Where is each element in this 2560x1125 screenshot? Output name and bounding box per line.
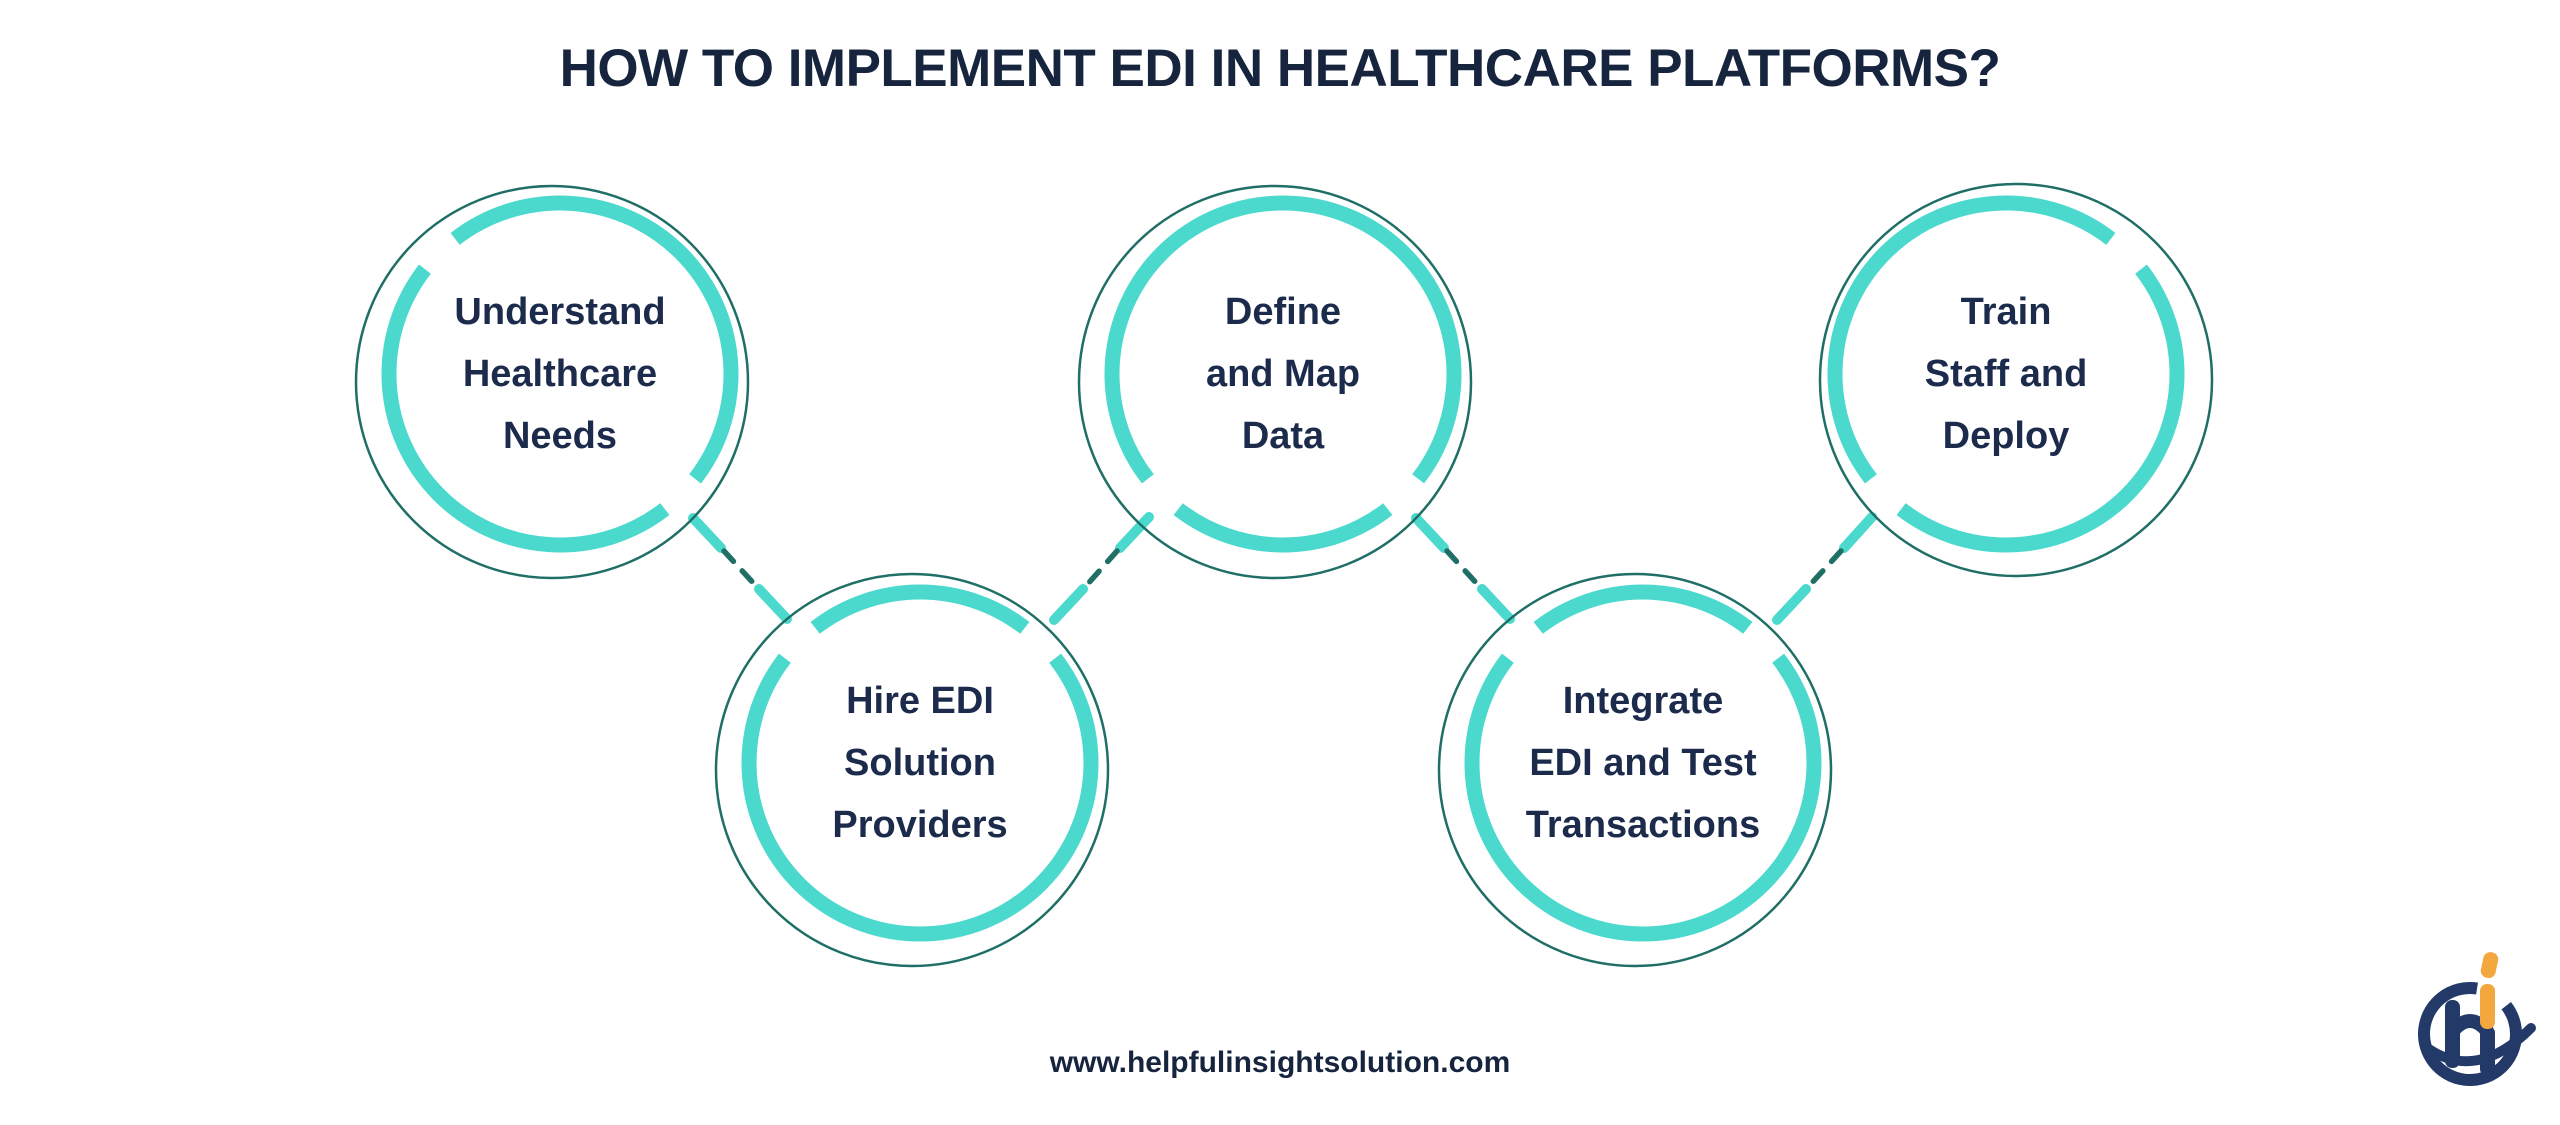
- step-label-line: Solution: [844, 742, 996, 784]
- outline-ring: [1077, 184, 1473, 580]
- accent-ring: [381, 195, 739, 553]
- connector-cap: [1049, 584, 1088, 625]
- connector-dash: [1806, 548, 1844, 589]
- step-circle-1: [354, 184, 750, 580]
- accent-ring: [1104, 195, 1462, 553]
- connector-cap: [1477, 584, 1515, 624]
- page-title: HOW TO IMPLEMENT EDI IN HEALTHCARE PLATF…: [559, 39, 2001, 98]
- connector-3-2: [1049, 512, 1154, 625]
- outline-ring: [354, 184, 750, 580]
- step-label-line: Providers: [832, 804, 1008, 846]
- logo-circle: [2418, 982, 2522, 1086]
- logo-letter-i: [2480, 952, 2499, 1029]
- connector-dash: [1083, 548, 1120, 589]
- connector-1-2: [688, 513, 792, 624]
- connector-dash: [721, 548, 759, 589]
- connector-cap: [1839, 512, 1877, 553]
- step-label-integrate-edi-and-test-transactions: Integrate EDI and Test Transactions: [1483, 663, 1803, 863]
- step-label-line: Deploy: [1942, 415, 2070, 457]
- step-label-understand-healthcare-needs: Understand Healthcare Needs: [400, 274, 720, 474]
- connector-3-4: [1411, 513, 1515, 624]
- step-label-hire-edi-solution-providers: Hire EDI Solution Providers: [760, 663, 1080, 863]
- website-url: www.helpfulinsightsolution.com: [1049, 1046, 1511, 1079]
- connector-cap: [1772, 584, 1811, 625]
- outline-ring: [714, 572, 1110, 968]
- step-label-line: Transactions: [1525, 804, 1761, 846]
- step-label-line: Define: [1224, 291, 1342, 333]
- step-label-define-and-map-data: Define and Map Data: [1123, 274, 1443, 474]
- outline-ring: [1437, 572, 1833, 968]
- logo-swoosh: [2421, 1023, 2536, 1067]
- step-label-line: Data: [1241, 415, 1325, 457]
- step-label-line: Needs: [502, 415, 618, 457]
- step-circle-2: [714, 572, 1110, 968]
- step-circle-4: [1437, 572, 1833, 968]
- step-label-line: Hire EDI: [846, 680, 994, 722]
- connector-5-4: [1772, 512, 1877, 625]
- step-label-line: Staff and: [1924, 353, 2088, 395]
- accent-ring: [1827, 195, 2185, 553]
- accent-ring: [1464, 584, 1822, 942]
- step-label-line: EDI and Test: [1529, 742, 1757, 784]
- connector-cap: [1115, 512, 1154, 553]
- step-label-line: and Map: [1205, 353, 1361, 395]
- connector-dash: [1444, 548, 1482, 589]
- connector-cap: [754, 584, 792, 624]
- connector-cap: [688, 513, 726, 553]
- logo-letter-h: [2445, 1000, 2495, 1076]
- outline-ring: [1818, 182, 2214, 578]
- step-label-train-staff-and-deploy: Train Staff and Deploy: [1846, 274, 2166, 474]
- step-label-line: Integrate: [1562, 680, 1724, 722]
- step-label-line: Train: [1960, 291, 2052, 333]
- accent-ring: [741, 584, 1099, 942]
- step-label-line: Healthcare: [462, 353, 658, 395]
- helpful-insight-logo-icon: [2418, 952, 2536, 1086]
- step-circle-5: [1818, 182, 2214, 578]
- step-circle-3: [1077, 184, 1473, 580]
- connector-cap: [1411, 513, 1449, 553]
- step-label-line: Understand: [454, 291, 666, 333]
